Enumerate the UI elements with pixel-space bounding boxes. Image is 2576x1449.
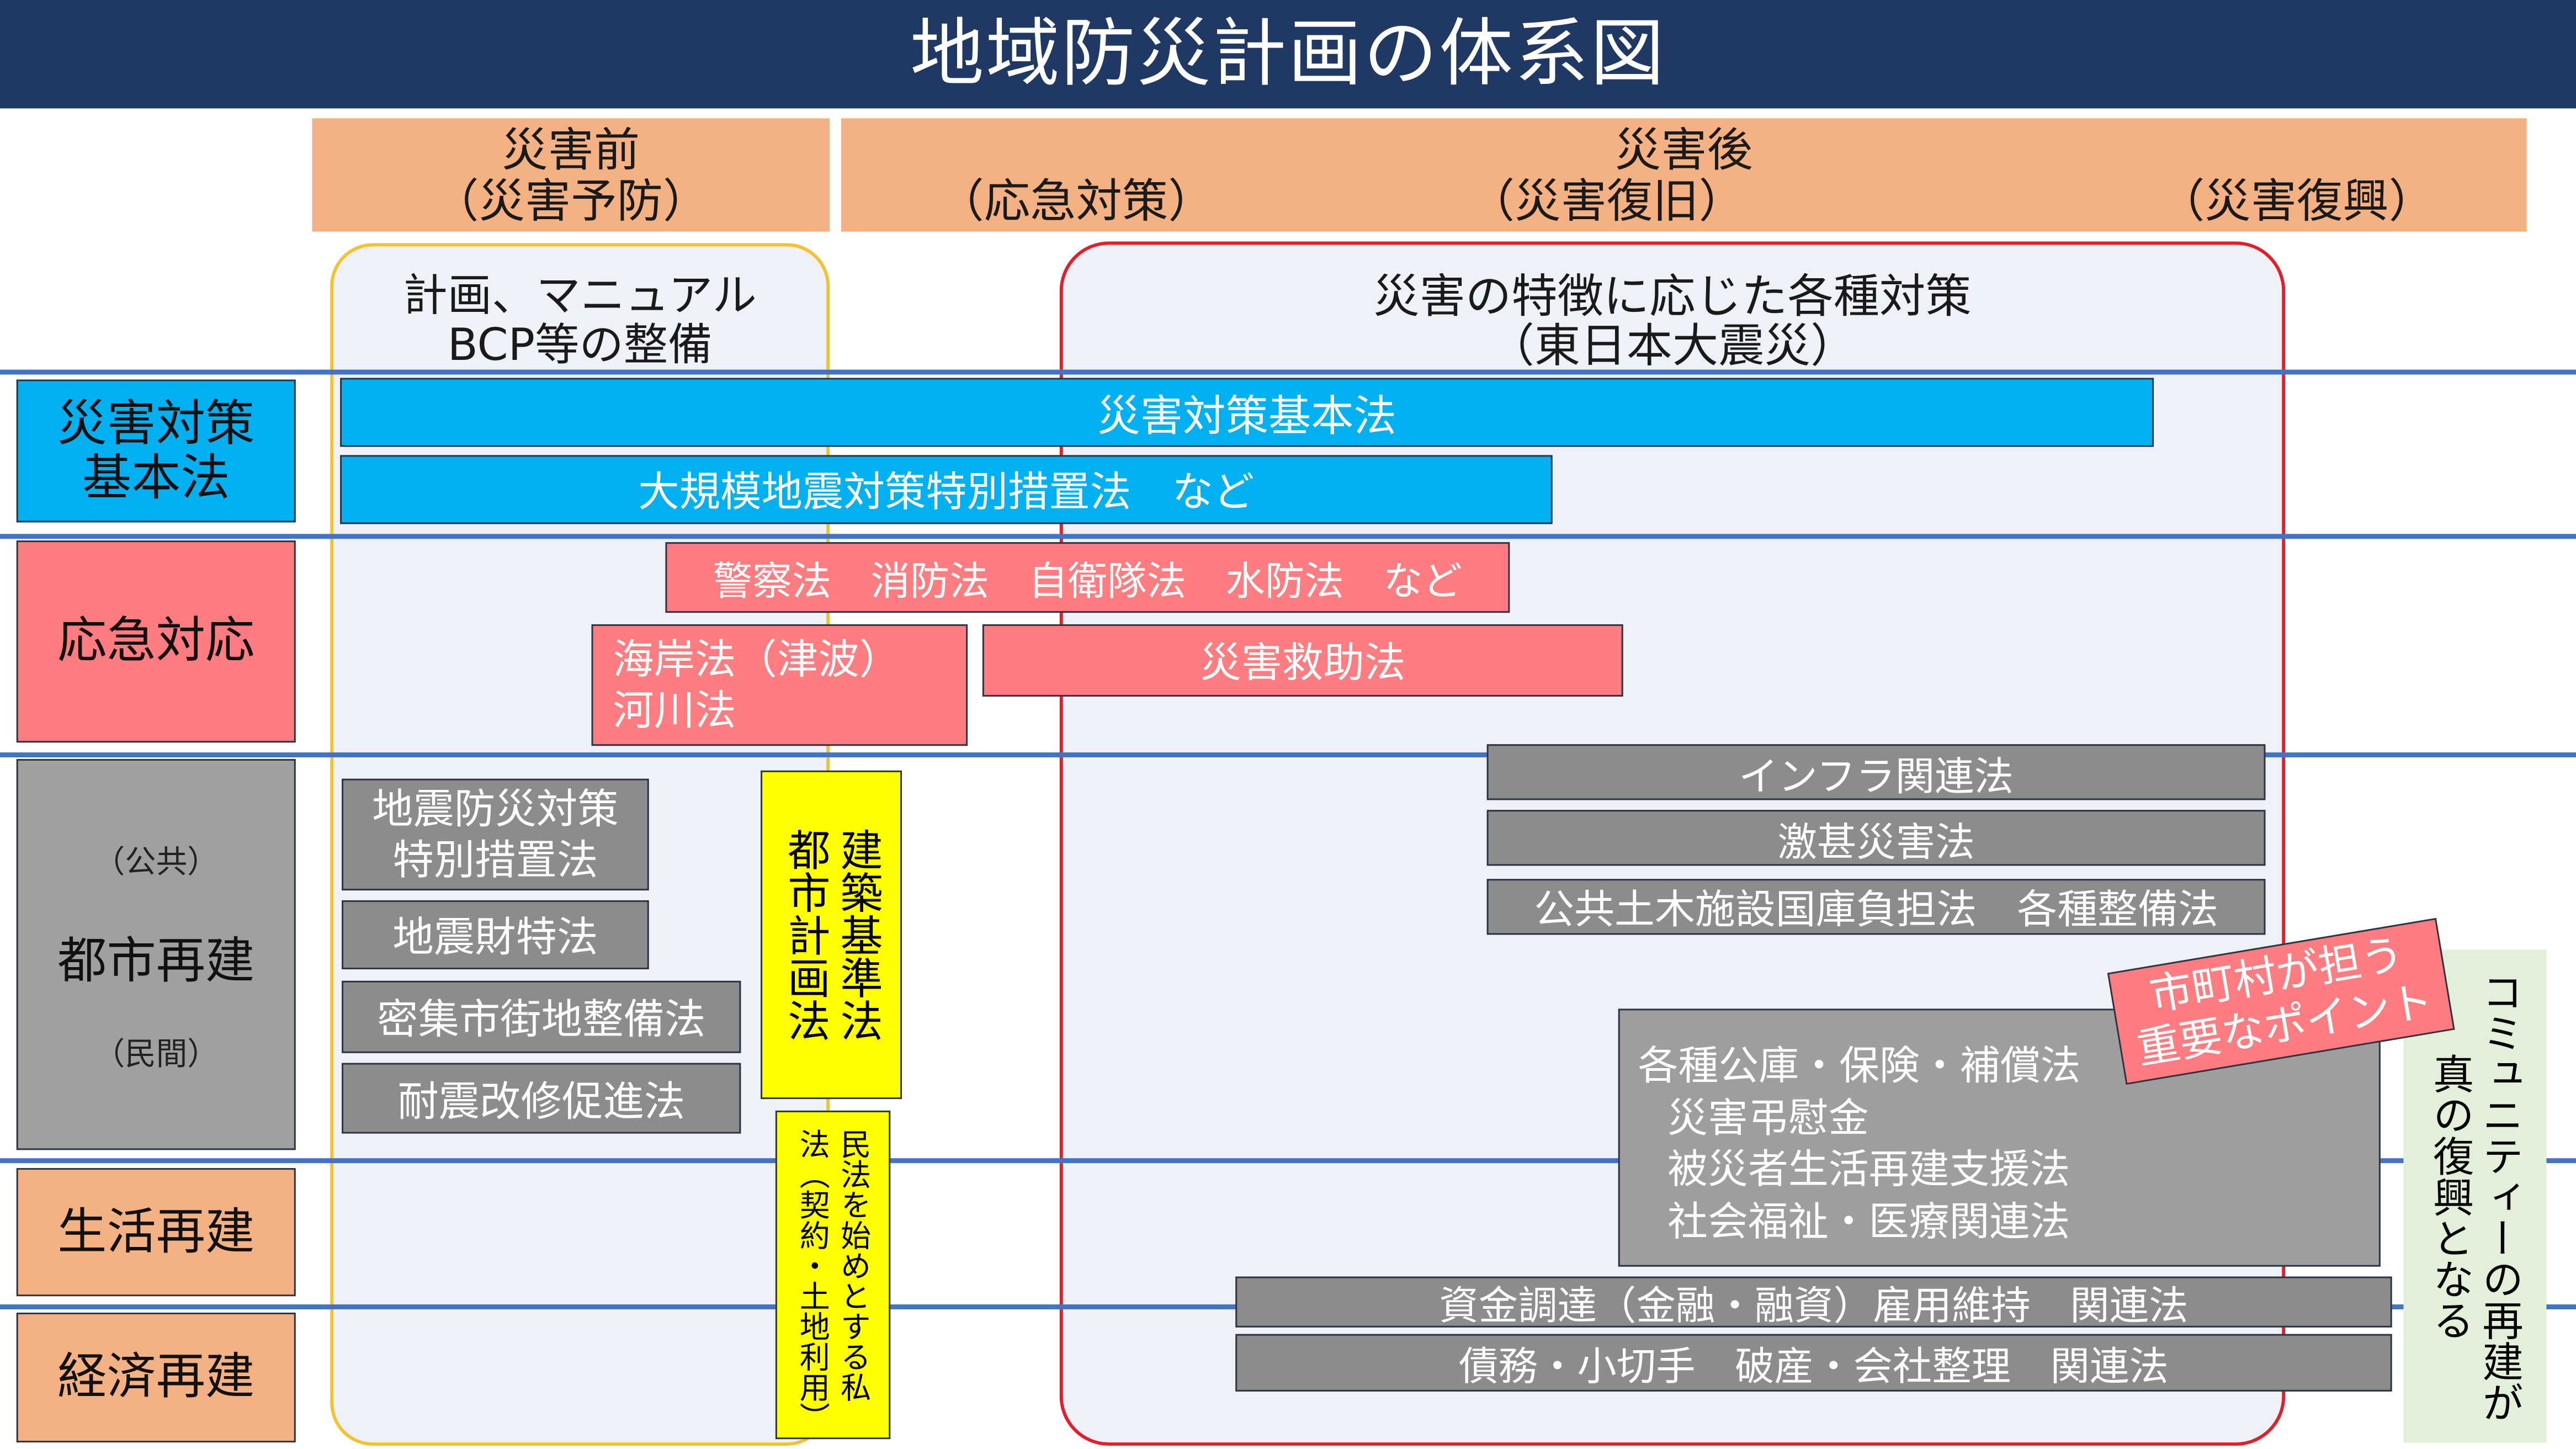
law-bar-infrastructure: インフラ関連法 (1486, 744, 2266, 800)
law-bar-earthquake-measures: 地震防災対策 特別措置法 (342, 778, 649, 891)
planning-panel-title: 計画、マニュアル (403, 271, 757, 322)
law-bar-disaster-relief: 災害救助法 (982, 624, 1623, 697)
category-emergency-response: 応急対応 (16, 540, 296, 743)
category-basic-act-line2: 基本法 (82, 449, 230, 507)
category-urban-public: （公共） (93, 844, 219, 881)
law-building-planning-text: 建築基準法 都市計画法 (779, 828, 884, 1042)
row-divider-line (0, 369, 2576, 374)
law-financing-label: 資金調達（金融・融資）雇用維持 関連法 (1439, 1283, 2189, 1329)
law-bar-large-earthquake: 大規模地震対策特別措置法 など (340, 455, 1553, 524)
law-bar-coast-river: 海岸法（津波） 河川法 (591, 624, 968, 746)
category-urban-private: （民間） (93, 1036, 219, 1073)
category-livelihood-label: 生活再建 (57, 1203, 255, 1261)
law-building-standards-label: 建築基準法 (833, 827, 883, 1042)
measures-panel-title: 災害の特徴に応じた各種対策 (1373, 269, 1972, 324)
law-coast-label: 海岸法（津波） (613, 635, 901, 684)
phase-header-after: 災害後 （応急対策） （災害復旧） （災害復興） (841, 118, 2527, 232)
measures-panel-subtitle: （東日本大震災） (1488, 319, 1857, 373)
law-earthquake-finance-label: 地震財特法 (392, 913, 598, 962)
law-earthquake-measures-line2: 特別措置法 (392, 836, 598, 884)
law-support-item: 各種公庫・保険・補償法 (1638, 1041, 2081, 1090)
callout-community-line1: コミュニティーの再建が (2476, 970, 2525, 1422)
phase-before-label: 災害前 (502, 122, 640, 177)
law-box-private-law: 民法を始めとする私 法（契約・土地利用） (775, 1110, 891, 1440)
page-title: 地域防災計画の体系図 (910, 9, 1666, 97)
phase-emergency-sublabel: （応急対策） (938, 174, 1214, 229)
law-disaster-relief-label: 災害救助法 (1200, 639, 1406, 687)
law-bar-emergency-services: 警察法 消防法 自衛隊法 水防法 など (665, 542, 1510, 613)
category-urban-reconstruction: （公共） 都市再建 （民間） (16, 758, 296, 1150)
law-infrastructure-label: インフラ関連法 (1739, 753, 2014, 799)
category-basic-act-line1: 災害対策 (57, 395, 255, 453)
law-earthquake-measures-line1: 地震防災対策 (372, 785, 619, 833)
law-dense-urban-label: 密集市街地整備法 (377, 995, 706, 1043)
law-private-law-text: 民法を始めとする私 法（契約・土地利用） (792, 1129, 874, 1433)
law-support-item: 災害弔慰金 (1667, 1093, 1869, 1141)
law-debt-label: 債務・小切手 破産・会社整理 関連法 (1459, 1344, 2169, 1390)
law-bar-public-works: 公共土木施設国庫負担法 各種整備法 (1486, 879, 2266, 935)
law-bar-earthquake-finance: 地震財特法 (342, 900, 649, 969)
phase-after-label: 災害後 (1614, 123, 1753, 178)
row-divider-line (0, 534, 2576, 538)
planning-panel-subtitle: BCP等の整備 (447, 320, 713, 371)
law-bar-debt: 債務・小切手 破産・会社整理 関連法 (1235, 1334, 2392, 1392)
title-bar: 地域防災計画の体系図 (0, 0, 2576, 109)
category-economic-label: 経済再建 (57, 1349, 255, 1406)
law-bar-financing: 資金調達（金融・融資）雇用維持 関連法 (1235, 1276, 2392, 1329)
law-bar-seismic-retrofit: 耐震改修促進法 (342, 1063, 741, 1134)
category-basic-act: 災害対策 基本法 (16, 379, 296, 523)
row-divider-line (0, 752, 2576, 757)
callout-community-text: コミュニティーの再建が 真の復興となる (2426, 970, 2525, 1421)
law-private-law-line1: 民法を始めとする私 (836, 1128, 871, 1403)
law-support-item: 被災者生活再建支援法 (1667, 1145, 2070, 1193)
law-emergency-services-label: 警察法 消防法 自衛隊法 水防法 など (713, 558, 1462, 605)
callout-community-line2: 真の復興となる (2427, 1052, 2475, 1340)
category-livelihood-reconstruction: 生活再建 (16, 1168, 296, 1297)
law-city-planning-label: 都市計画法 (780, 827, 830, 1042)
law-private-law-line2: 法（契約・土地利用） (795, 1128, 830, 1433)
law-box-building-planning: 建築基準法 都市計画法 (761, 770, 902, 1100)
law-river-label: 河川法 (613, 687, 736, 735)
law-bar-severe-disaster: 激甚災害法 (1486, 810, 2266, 866)
category-economic-reconstruction: 経済再建 (16, 1312, 296, 1443)
phase-reconstruction-sublabel: （災害復興） (2158, 174, 2435, 229)
law-bar-dense-urban: 密集市街地整備法 (342, 980, 741, 1053)
law-bar-basic-act: 災害対策基本法 (340, 378, 2154, 447)
law-support-item: 社会福祉・医療関連法 (1667, 1197, 2070, 1245)
law-basic-act-label: 災害対策基本法 (1097, 391, 1396, 442)
law-seismic-retrofit-label: 耐震改修促進法 (397, 1076, 686, 1125)
category-emergency-label: 応急対応 (57, 613, 255, 671)
law-public-works-label: 公共土木施設国庫負担法 各種整備法 (1534, 884, 2218, 932)
law-large-earthquake-label: 大規模地震対策特別措置法 など (638, 468, 1255, 516)
category-urban-label: 都市再建 (57, 933, 255, 991)
phase-before-sublabel: （災害予防） (433, 173, 709, 228)
law-severe-disaster-label: 激甚災害法 (1777, 819, 1975, 865)
row-divider-line (0, 1158, 2576, 1163)
phase-header-before: 災害前 （災害予防） (312, 118, 830, 232)
phase-recovery-sublabel: （災害復旧） (1468, 174, 1745, 229)
